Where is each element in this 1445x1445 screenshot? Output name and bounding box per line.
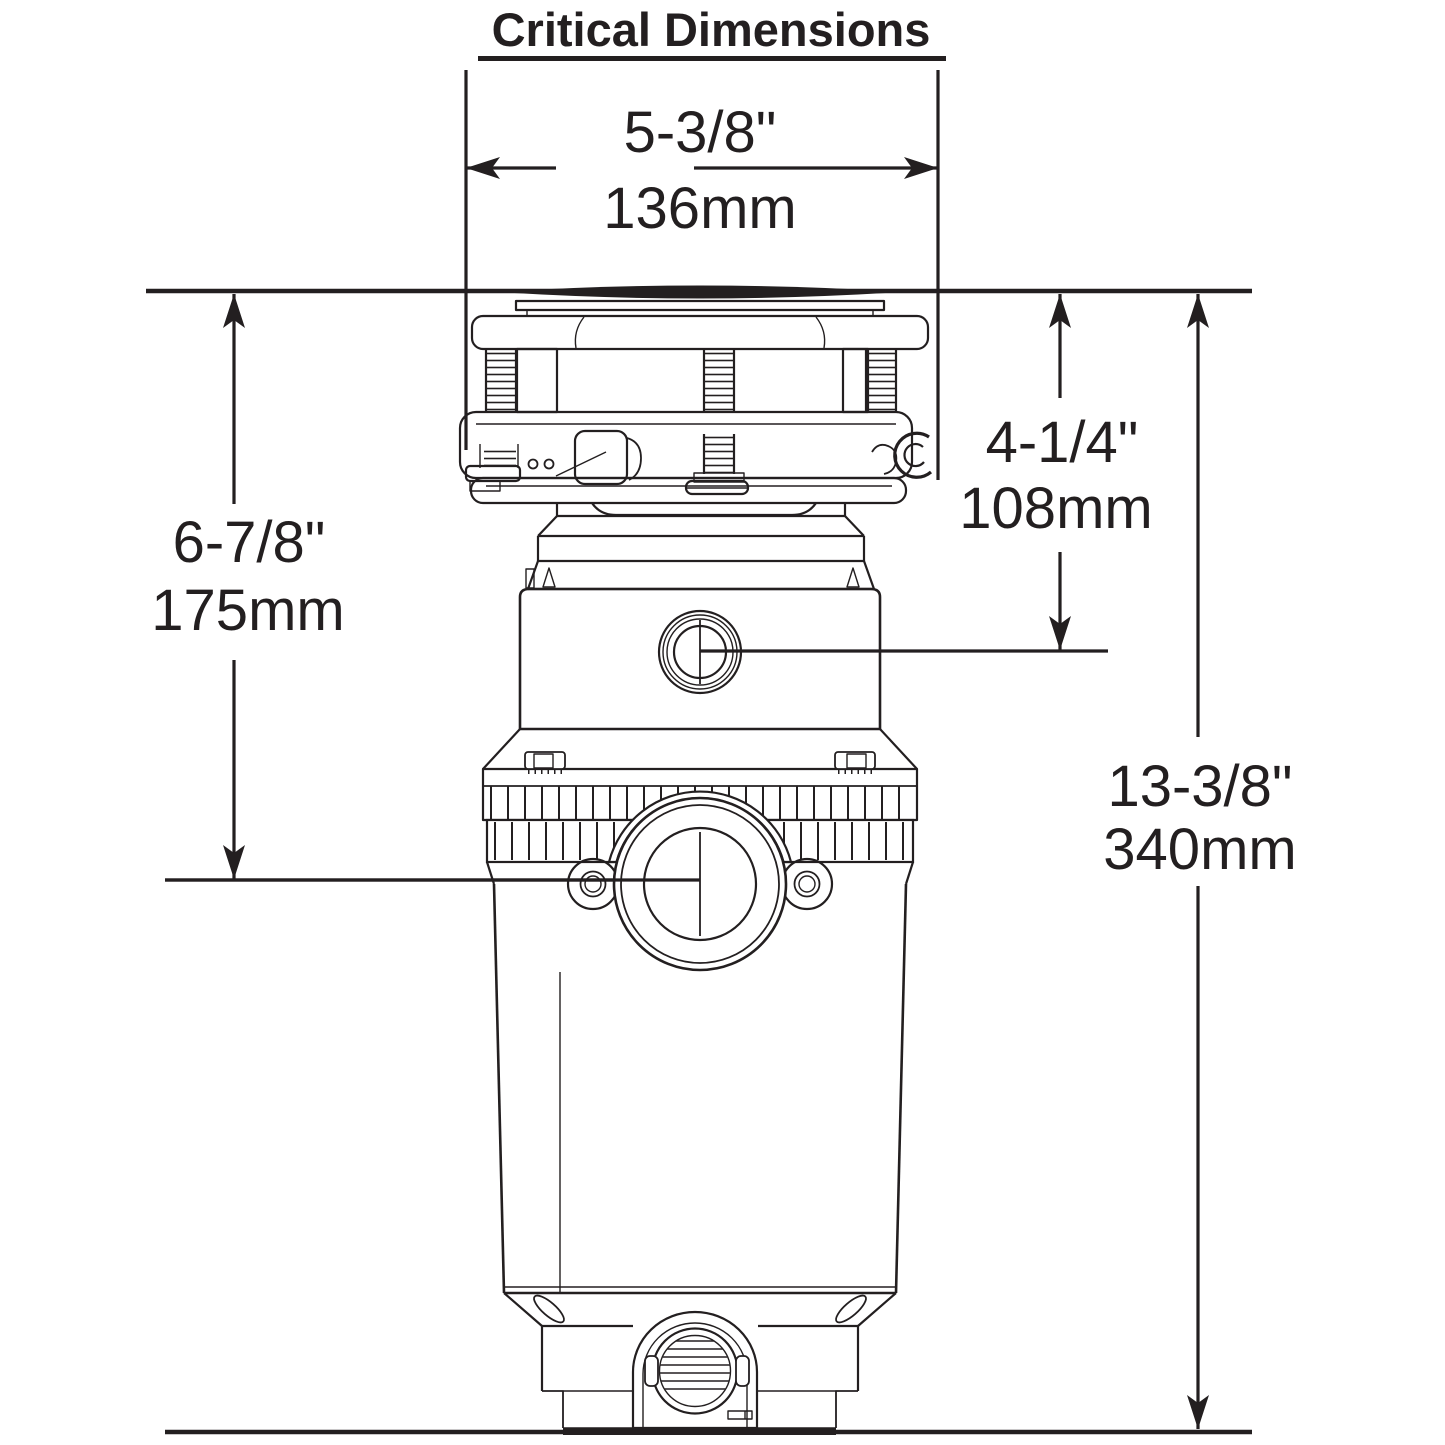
- latch-cam: [573, 429, 629, 486]
- sink-flange: [497, 285, 903, 316]
- title-underline: [478, 56, 946, 61]
- clamp-bolt-left: [524, 751, 566, 774]
- bolt-hole-right: [793, 870, 821, 898]
- lower-mounting-ring: [458, 410, 933, 496]
- flange-lip: [514, 299, 886, 312]
- overall-height-dimension: 13-3/8" 340mm: [1103, 294, 1297, 1429]
- width-dimension: 5-3/8" 136mm: [464, 70, 940, 480]
- overall-height-mm-label: 340mm: [1103, 817, 1296, 882]
- motor-housing: [485, 861, 915, 1295]
- outlet-height-inches-label: 6-7/8": [173, 510, 326, 575]
- discharge-outlet: [165, 790, 834, 972]
- arrowhead-down-icon: [1187, 1395, 1209, 1429]
- arrowhead-up-icon: [1049, 294, 1071, 328]
- bolt-hole-left: [579, 870, 607, 898]
- base-shadow: [563, 1428, 836, 1435]
- base-slot-left: [533, 1294, 565, 1324]
- mounting-studs: [484, 347, 898, 414]
- arrowhead-right-icon: [904, 157, 938, 179]
- width-mm-label: 136mm: [603, 176, 796, 241]
- arrowhead-up-icon: [223, 294, 245, 328]
- stud-left: [486, 349, 516, 412]
- overall-height-inches-label: 13-3/8": [1107, 754, 1292, 819]
- dishwasher-inlet: [657, 609, 743, 695]
- arrowhead-left-icon: [466, 157, 500, 179]
- hopper-neck: [525, 503, 876, 591]
- bracket-post-right: [841, 347, 870, 414]
- width-inches-label: 5-3/8": [624, 100, 777, 165]
- outlet-height-dimension: 6-7/8" 175mm: [151, 294, 700, 882]
- upper-mounting-ring: [470, 314, 930, 351]
- bracket-post-left: [515, 347, 559, 414]
- mounting-band: [458, 410, 914, 480]
- outlet-height-mm-label: 175mm: [151, 578, 344, 643]
- rivet-icon: [527, 458, 539, 470]
- garbage-disposal-unit: [165, 285, 933, 1435]
- page-title: Critical Dimensions: [478, 3, 946, 61]
- snap-ring-clip: [893, 431, 933, 479]
- cord-plate: [727, 1410, 753, 1420]
- arrowhead-up-icon: [1187, 294, 1209, 328]
- base: [503, 1292, 897, 1435]
- clamp-bolt-right: [834, 751, 876, 774]
- inlet-height-inches-label: 4-1/4": [986, 410, 1139, 475]
- hopper-body: [518, 587, 882, 731]
- vent-tab-left: [644, 1355, 659, 1387]
- outlet-ear-left: [566, 857, 620, 911]
- vent-tab-right: [735, 1355, 750, 1387]
- rivet-icon: [543, 458, 555, 470]
- flange-rim: [497, 285, 903, 299]
- alignment-triangle-icon: [846, 567, 860, 588]
- mounting-plate: [470, 314, 930, 351]
- upper-housing: [482, 587, 918, 770]
- electrical-cover: [631, 1310, 759, 1430]
- outlet-ear-right: [780, 857, 834, 911]
- stud-center: [704, 349, 734, 412]
- arrowhead-down-icon: [223, 845, 245, 879]
- title-label: Critical Dimensions: [492, 3, 931, 56]
- inlet-height-mm-label: 108mm: [959, 476, 1152, 541]
- cushion-ring: [469, 476, 908, 505]
- inlet-height-dimension: 4-1/4" 108mm: [700, 294, 1153, 653]
- snap-hook: [871, 443, 898, 475]
- stud-right: [866, 349, 896, 412]
- alignment-triangle-icon: [542, 567, 556, 588]
- arrowhead-down-icon: [1049, 616, 1071, 650]
- base-slot-right: [835, 1294, 867, 1324]
